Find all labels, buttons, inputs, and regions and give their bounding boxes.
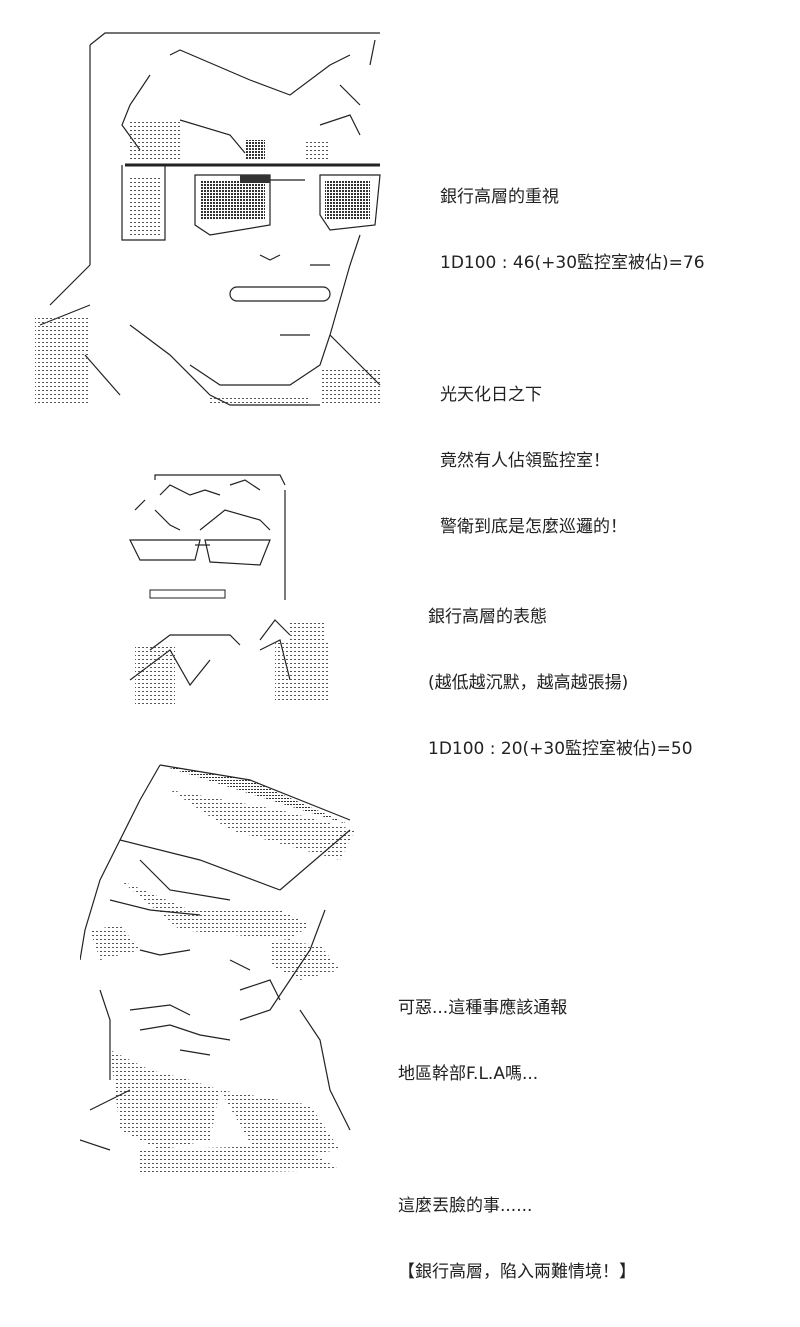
caption-line: 銀行高層的表態 bbox=[428, 607, 547, 627]
caption-line: 可惡...這種事應該通報 bbox=[398, 998, 568, 1018]
caption-line: 【銀行高層，陷入兩難情境！】 bbox=[398, 1262, 636, 1282]
caption-spacer bbox=[398, 1129, 636, 1151]
panel-2: 銀行高層的表態 (越低越沉默，越高越張揚) 1D100 : 20(+30監控室被… bbox=[0, 420, 800, 759]
caption-line: 1D100 : 20(+30監控室被佔)=50 bbox=[428, 739, 693, 759]
caption-3: 可惡...這種事應該通報 地區幹部F.L.A嗎... 這麼丟臉的事...... … bbox=[398, 953, 636, 1327]
caption-1: 銀行高層的重視 1D100 : 46(+30監控室被佔)=76 光天化日之下 竟… bbox=[440, 142, 705, 582]
panel-3: 可惡...這種事應該通報 地區幹部F.L.A嗎... 這麼丟臉的事...... … bbox=[0, 740, 800, 1282]
caption-line: 這麼丟臉的事...... bbox=[398, 1196, 533, 1216]
caption-spacer bbox=[440, 318, 705, 340]
caption-line: 竟然有人佔領監控室！ bbox=[440, 451, 610, 471]
caption-line: 光天化日之下 bbox=[440, 385, 542, 405]
ascii-art-man-with-glasses bbox=[110, 470, 360, 710]
caption-line: 1D100 : 46(+30監控室被佔)=76 bbox=[440, 253, 705, 273]
ascii-art-man-in-hat-shadowed bbox=[80, 750, 370, 1180]
caption-2: 銀行高層的表態 (越低越沉默，越高越張揚) 1D100 : 20(+30監控室被… bbox=[428, 562, 693, 804]
panel-1: 銀行高層的重視 1D100 : 46(+30監控室被佔)=76 光天化日之下 竟… bbox=[0, 0, 800, 537]
caption-line: (越低越沉默，越高越張揚) bbox=[428, 673, 629, 693]
caption-line: 地區幹部F.L.A嗎... bbox=[398, 1064, 539, 1084]
caption-line: 銀行高層的重視 bbox=[440, 187, 559, 207]
caption-line: 警衛到底是怎麼巡邏的！ bbox=[440, 517, 627, 537]
ascii-art-man-with-sunglasses bbox=[30, 25, 390, 415]
